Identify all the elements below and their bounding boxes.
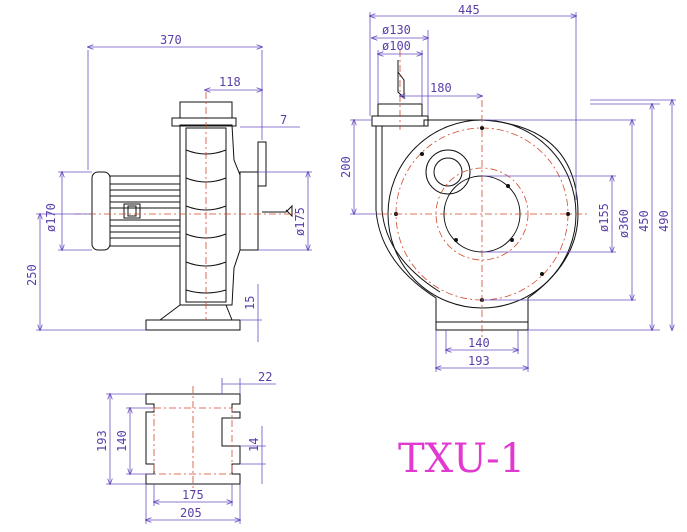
dim-base-hole-spacing-depth: 140: [115, 430, 129, 452]
dim-base-overall-depth: 193: [95, 430, 109, 452]
dim-outlet-height: 200: [339, 156, 353, 178]
dim-overall-width: 445: [458, 3, 480, 17]
dim-inlet-diameter: ø175: [293, 207, 307, 236]
dim-base-width: 193: [468, 354, 490, 368]
dim-housing-diameter: ø360: [617, 209, 631, 238]
side-base: [145, 319, 241, 331]
model-label: TXU-1: [398, 436, 525, 482]
dim-base-overall-width: 205: [180, 506, 202, 520]
volute-housing: [375, 119, 579, 323]
dim-overall-length: 370: [160, 33, 182, 47]
side-view: 370 118 7 ø170 ø175 250 15: [25, 33, 312, 342]
motor: [91, 171, 181, 251]
motor-mount: [425, 149, 471, 195]
base-view: 22 193 140 14 175 205: [95, 370, 276, 524]
dim-base-thickness: 15: [243, 296, 257, 310]
dim-overall-height: 490: [657, 210, 671, 232]
dim-base-hole-spacing-width: 175: [182, 488, 204, 502]
dim-motor-diameter: ø170: [44, 203, 58, 232]
front-view: 445 ø130 ø100 180 200 ø155 ø360 450 490: [339, 3, 676, 372]
dim-outlet-diameter: ø100: [382, 39, 411, 53]
dim-outlet-offset-front: 180: [430, 81, 452, 95]
dim-inlet-diameter-front: ø155: [597, 203, 611, 232]
dim-outlet-offset: 118: [219, 75, 241, 89]
inlet: [239, 141, 293, 251]
dim-slot-width: 22: [258, 370, 272, 384]
dim-outlet-flange: ø130: [382, 23, 411, 37]
dim-center-height: 250: [25, 264, 39, 286]
dim-flange-thickness: 7: [280, 113, 287, 127]
dim-slot-depth: 14: [247, 438, 261, 452]
dim-base-hole-spacing: 140: [468, 336, 490, 350]
dim-height-to-top: 450: [637, 210, 651, 232]
